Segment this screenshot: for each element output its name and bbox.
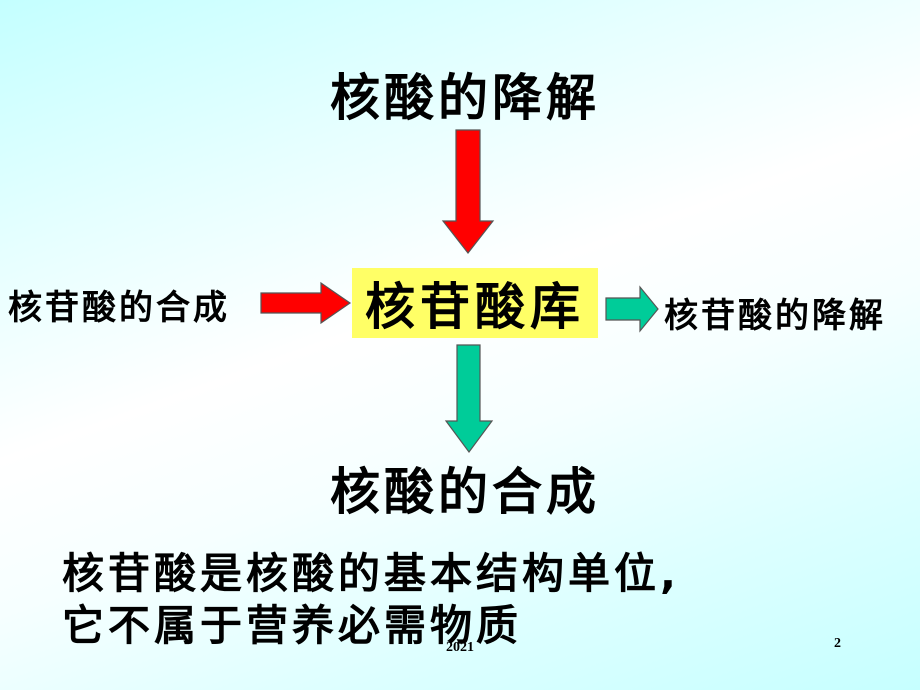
nucleotide-pool-box: 核苷酸库	[352, 268, 598, 338]
right-label-nucleotide-degradation: 核苷酸的降解	[664, 296, 886, 336]
note-line-1: 核苷酸是核酸的基本结构单位,	[62, 549, 680, 598]
page-number: 2	[834, 636, 841, 651]
bottom-label-nucleic-acid-synthesis: 核酸的合成	[330, 463, 600, 521]
red-down-arrow-icon	[440, 128, 496, 256]
red-right-arrow-icon	[259, 281, 353, 325]
note-line-2: 它不属于营养必需物质	[62, 601, 523, 650]
footer-year: 2021	[446, 640, 474, 655]
top-label-nucleic-acid-degradation: 核酸的降解	[330, 69, 600, 127]
green-right-arrow-icon	[604, 285, 660, 333]
center-label: 核苷酸库	[365, 278, 585, 336]
left-label-nucleotide-synthesis: 核苷酸的合成	[8, 288, 230, 328]
green-down-arrow-icon	[444, 343, 494, 455]
